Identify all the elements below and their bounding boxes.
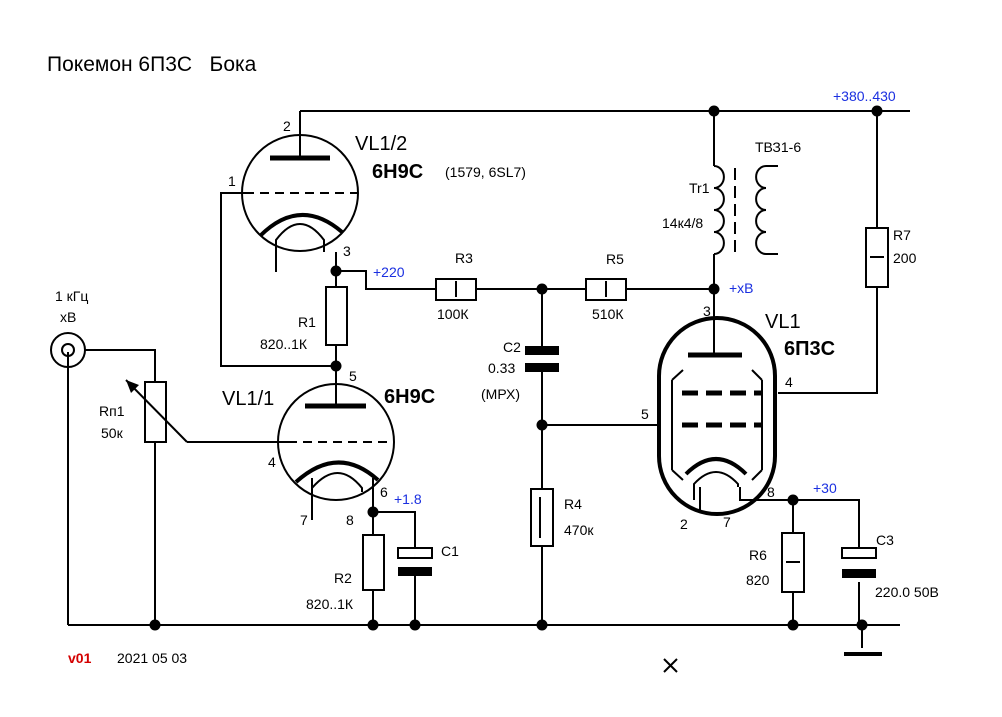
r2-value: 820..1К	[306, 596, 354, 612]
r1-value: 820..1К	[260, 336, 308, 352]
resistor-r5	[585, 278, 627, 301]
c2-ref: C2	[503, 339, 521, 355]
r5-ref: R5	[606, 251, 624, 267]
c2-type: (МРХ)	[481, 386, 520, 402]
tube-vl1	[657, 316, 777, 516]
tr1-ref: Tr1	[689, 180, 710, 196]
tube-vl1-2	[241, 134, 359, 272]
resistor-r7	[865, 227, 889, 288]
vl1-pin5: 5	[641, 406, 649, 422]
transformer-tr1	[713, 165, 778, 255]
resistor-r6	[781, 532, 805, 593]
vl1-pin4: 4	[785, 374, 793, 390]
wires	[67, 110, 910, 673]
junction-dots	[149, 105, 883, 631]
r7-value: 200	[893, 250, 917, 266]
vl1-ref: VL1	[765, 311, 801, 333]
vl1-1-pin6: 6	[380, 484, 388, 500]
vl1-1-type: 6Н9С	[384, 386, 435, 408]
voltage-220: +220	[373, 264, 405, 280]
r5-value: 510К	[592, 306, 624, 322]
vl1-1-pin4: 4	[268, 454, 276, 470]
tr1-ratio: 14к4/8	[662, 215, 703, 231]
vl1-1-pin7: 7	[300, 512, 308, 528]
vl1-2-ref: VL1/2	[355, 133, 407, 155]
r7-ref: R7	[893, 227, 911, 243]
tube-vl1-1	[277, 383, 395, 501]
c2-value: 0.33	[488, 360, 515, 376]
r3-value: 100К	[437, 306, 469, 322]
voltage-xb: +хВ	[729, 280, 754, 296]
r3-ref: R3	[455, 250, 473, 266]
b-plus-label: +380..430	[833, 88, 896, 104]
r6-ref: R6	[749, 547, 767, 563]
page-title: Покемон 6П3С Бока	[47, 53, 257, 76]
c3-value: 220.0 50В	[875, 584, 939, 600]
resistor-r4	[530, 488, 554, 547]
resistor-r3	[435, 278, 477, 301]
input-jack	[50, 332, 86, 368]
date-label: 2021 05 03	[117, 650, 187, 666]
capacitor-c1	[397, 547, 433, 576]
voltage-1-8: +1.8	[394, 491, 422, 507]
vl1-2-type: 6Н9С	[372, 161, 423, 183]
capacitor-c2	[525, 346, 559, 372]
resistor-r1	[325, 286, 348, 346]
version-label: v01	[68, 650, 92, 666]
vl1-2-pin1: 1	[228, 173, 236, 189]
pot-ref: Rп1	[99, 403, 125, 419]
r1-ref: R1	[298, 314, 316, 330]
input-level: хВ	[60, 309, 76, 325]
vl1-1-ref: VL1/1	[222, 388, 274, 410]
voltage-30: +30	[813, 480, 837, 496]
r2-ref: R2	[334, 570, 352, 586]
vl1-2-pin2: 2	[283, 118, 291, 134]
vl1-2-alt: (1579, 6SL7)	[445, 164, 526, 180]
input-freq: 1 кГц	[55, 288, 88, 304]
capacitor-c3	[841, 547, 877, 578]
pot-rp1	[125, 379, 188, 443]
vl1-1-pin5: 5	[349, 368, 357, 384]
pot-value: 50к	[101, 425, 124, 441]
resistor-r2	[362, 534, 385, 591]
vl1-2-pin3: 3	[343, 243, 351, 259]
r4-ref: R4	[564, 496, 582, 512]
vl1-pin3: 3	[703, 303, 711, 319]
vl1-1-pin8: 8	[346, 512, 354, 528]
vl1-type: 6П3С	[784, 338, 835, 360]
r4-value: 470к	[564, 522, 594, 538]
tr1-model: ТВЗ1-6	[755, 139, 801, 155]
vl1-pin8: 8	[767, 484, 775, 500]
r6-value: 820	[746, 572, 770, 588]
c1-ref: C1	[441, 543, 459, 559]
c3-ref: C3	[876, 532, 894, 548]
vl1-pin2: 2	[680, 516, 688, 532]
vl1-pin7: 7	[723, 514, 731, 530]
